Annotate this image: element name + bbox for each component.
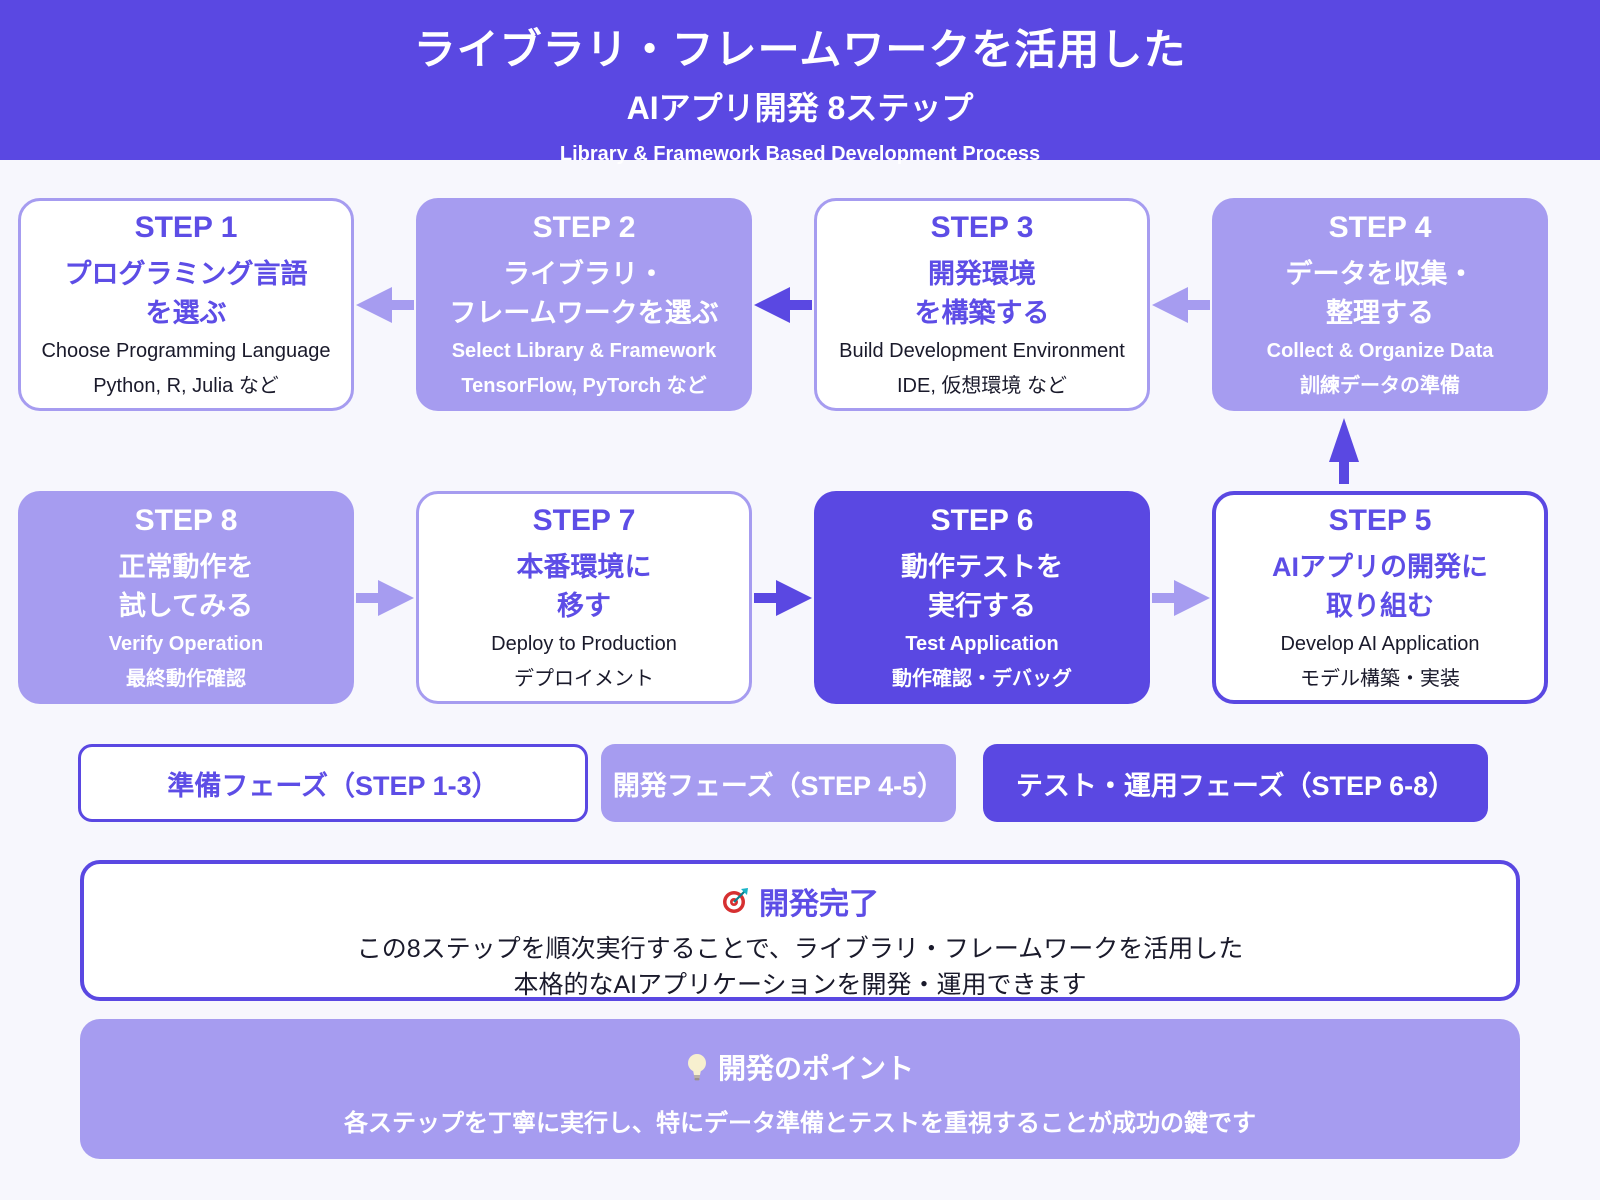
step-jp-line: データを収集・ bbox=[1285, 259, 1475, 290]
flow-arrow-right-icon bbox=[354, 578, 416, 618]
step-detail-line: 訓練データの準備 bbox=[1300, 374, 1460, 397]
step-jp-line: 移す bbox=[557, 590, 611, 621]
flow-row-top: STEP 1 プログラミング言語 を選ぶ Choose Programming … bbox=[0, 198, 1600, 411]
page-title-line2: AIアプリ開発 8ステップ bbox=[626, 90, 974, 126]
flow-arrow-left-icon bbox=[354, 285, 416, 325]
step-jp-line: AIアプリの開発に bbox=[1272, 552, 1488, 583]
completion-title-row: 開発完了 bbox=[84, 879, 1516, 923]
step-en-line: Verify Operation bbox=[108, 632, 264, 655]
target-icon bbox=[721, 887, 749, 915]
step-detail-line: IDE, 仮想環境 など bbox=[896, 374, 1067, 397]
step-jp-line: 本番環境に bbox=[516, 552, 652, 583]
step-en-line: Choose Programming Language bbox=[41, 339, 331, 362]
page-title-line1: ライブラリ・フレームワークを活用した bbox=[413, 26, 1187, 73]
step-card-1: STEP 1 プログラミング言語 を選ぶ Choose Programming … bbox=[18, 198, 354, 411]
step-jp-line: 実行する bbox=[928, 590, 1036, 621]
flow-row-bottom: STEP 8 正常動作を 試してみる Verify Operation 最終動作… bbox=[0, 491, 1600, 704]
phase-preparation: 準備フェーズ（STEP 1-3） bbox=[78, 744, 588, 822]
step-detail-line: 動作確認・デバッグ bbox=[892, 667, 1072, 690]
step-jp-line: 動作テストを bbox=[901, 552, 1063, 583]
step-card-7: STEP 7 本番環境に 移す Deploy to Production デプロ… bbox=[416, 491, 752, 704]
step-en-line: Build Development Environment bbox=[839, 339, 1125, 362]
points-title: 開発のポイント bbox=[717, 1053, 914, 1084]
completion-text-line2: 本格的なAIアプリケーションを開発・運用できます bbox=[513, 970, 1087, 999]
completion-text-line1: この8ステップを順次実行することで、ライブラリ・フレームワークを活用した bbox=[356, 935, 1244, 963]
step-label: STEP 3 bbox=[930, 211, 1034, 245]
step-card-4: STEP 4 データを収集・ 整理する Collect & Organize D… bbox=[1212, 198, 1548, 411]
flow-arrow-right-icon bbox=[1150, 578, 1212, 618]
step-en-line: Test Application bbox=[905, 632, 1059, 655]
step-jp-line: 試してみる bbox=[118, 590, 254, 621]
points-text: 各ステップを丁寧に実行し、特にデータ準備とテストを重視することが成功の鍵です bbox=[344, 1110, 1256, 1137]
step-en-line: Develop AI Application bbox=[1280, 632, 1480, 655]
step-jp-line: 取り組む bbox=[1326, 590, 1434, 621]
page-subtitle: Library & Framework Based Development Pr… bbox=[559, 143, 1041, 165]
phase-test-operation: テスト・運用フェーズ（STEP 6-8） bbox=[983, 744, 1488, 822]
phase-legend: 準備フェーズ（STEP 1-3） 開発フェーズ（STEP 4-5） テスト・運用… bbox=[78, 744, 1600, 822]
step-detail-line: Python, R, Julia など bbox=[93, 374, 279, 397]
step-label: STEP 5 bbox=[1328, 504, 1432, 538]
step-jp-line: フレームワークを選ぶ bbox=[449, 297, 719, 328]
step-jp-line: を構築する bbox=[914, 297, 1050, 328]
step-jp-line: を選ぶ bbox=[145, 297, 227, 328]
step-card-3: STEP 3 開発環境 を構築する Build Development Envi… bbox=[814, 198, 1150, 411]
flow-arrow-right-icon bbox=[752, 578, 814, 618]
step-label: STEP 6 bbox=[930, 504, 1034, 538]
lightbulb-icon bbox=[686, 1052, 708, 1082]
step-detail-line: 最終動作確認 bbox=[126, 667, 246, 690]
row-gap bbox=[0, 411, 1600, 491]
step-card-5: STEP 5 AIアプリの開発に 取り組む Develop AI Applica… bbox=[1212, 491, 1548, 704]
flow-arrow-left-icon bbox=[752, 285, 814, 325]
step-jp-line: 整理する bbox=[1326, 297, 1434, 328]
step-card-6: STEP 6 動作テストを 実行する Test Application 動作確認… bbox=[814, 491, 1150, 704]
step-detail-line: TensorFlow, PyTorch など bbox=[461, 374, 707, 397]
step-jp-line: ライブラリ・ bbox=[503, 259, 665, 290]
step-card-2: STEP 2 ライブラリ・ フレームワークを選ぶ Select Library … bbox=[416, 198, 752, 411]
step-detail-line: デプロイメント bbox=[514, 667, 654, 690]
phase-development: 開発フェーズ（STEP 4-5） bbox=[601, 744, 956, 822]
step-card-8: STEP 8 正常動作を 試してみる Verify Operation 最終動作… bbox=[18, 491, 354, 704]
step-label: STEP 1 bbox=[134, 211, 238, 245]
step-en-line: Collect & Organize Data bbox=[1266, 339, 1494, 362]
step-detail-line: モデル構築・実装 bbox=[1300, 667, 1460, 690]
step-label: STEP 4 bbox=[1328, 211, 1432, 245]
step-jp-line: 正常動作を bbox=[118, 552, 254, 583]
step-jp-line: 開発環境 bbox=[928, 259, 1036, 290]
completion-box: 開発完了 この8ステップを順次実行することで、ライブラリ・フレームワークを活用し… bbox=[80, 860, 1520, 1001]
step-jp-line: プログラミング言語 bbox=[64, 259, 308, 290]
points-box: 開発のポイント 各ステップを丁寧に実行し、特にデータ準備とテストを重視することが… bbox=[80, 1019, 1520, 1159]
step-en-line: Deploy to Production bbox=[491, 632, 677, 655]
step-label: STEP 7 bbox=[532, 504, 636, 538]
completion-title: 開発完了 bbox=[759, 888, 879, 921]
step-label: STEP 2 bbox=[532, 211, 636, 245]
step-label: STEP 8 bbox=[134, 504, 238, 538]
points-title-row: 開発のポイント bbox=[80, 1047, 1520, 1087]
flow-arrow-up-icon bbox=[1329, 418, 1359, 484]
flow-arrow-left-icon bbox=[1150, 285, 1212, 325]
step-en-line: Select Library & Framework bbox=[451, 339, 717, 362]
header-banner: ライブラリ・フレームワークを活用した AIアプリ開発 8ステップ Library… bbox=[0, 0, 1600, 165]
